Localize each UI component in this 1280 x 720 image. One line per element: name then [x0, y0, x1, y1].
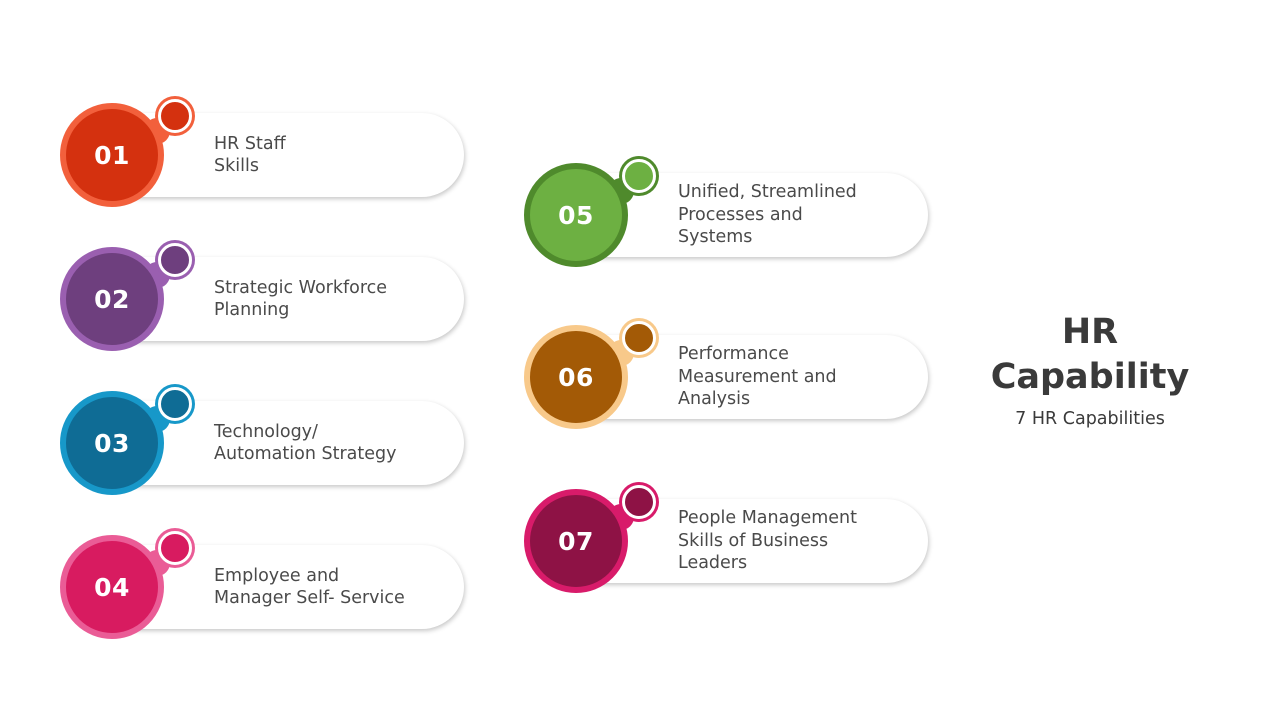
accent-dot [622, 321, 656, 355]
capability-number: 06 [558, 362, 594, 392]
capability-item: 02 Strategic Workforce Planning [60, 243, 470, 353]
accent-dot [158, 99, 192, 133]
capability-label: Unified, Streamlined Processes and Syste… [678, 182, 857, 248]
accent-dot [158, 531, 192, 565]
capability-label: HR Staff Skills [214, 133, 286, 177]
capability-number: 07 [558, 526, 594, 556]
capability-item: 04 Employee and Manager Self- Service [60, 531, 470, 641]
capability-label: Strategic Workforce Planning [214, 277, 388, 321]
capability-item: 01 HR Staff Skills [60, 99, 470, 209]
capability-item: 07 People Management Skills of Business … [524, 485, 934, 595]
accent-dot [158, 387, 192, 421]
number-badge: 03 [60, 391, 164, 495]
capability-number: 04 [94, 572, 130, 602]
number-badge: 02 [60, 247, 164, 351]
capability-label: Employee and Manager Self- Service [214, 565, 405, 609]
capability-label: Technology/ Automation Strategy [214, 421, 397, 465]
capability-number: 03 [94, 428, 130, 458]
number-badge: 07 [524, 489, 628, 593]
diagram-subtitle: 7 HR Capabilities [1015, 409, 1165, 429]
diagram-title: HR Capability [990, 312, 1190, 397]
accent-dot [622, 159, 656, 193]
accent-dot [622, 485, 656, 519]
accent-dot [158, 243, 192, 277]
capability-label: Performance Measurement and Analysis [678, 344, 837, 410]
capability-number: 05 [558, 200, 594, 230]
capability-item: 03 Technology/ Automation Strategy [60, 387, 470, 497]
capability-item: 05 Unified, Streamlined Processes and Sy… [524, 159, 934, 269]
capability-label: People Management Skills of Business Lea… [678, 508, 857, 574]
number-badge: 05 [524, 163, 628, 267]
number-badge: 06 [524, 325, 628, 429]
number-badge: 04 [60, 535, 164, 639]
capability-item: 06 Performance Measurement and Analysis [524, 321, 934, 431]
number-badge: 01 [60, 103, 164, 207]
capability-number: 02 [94, 284, 130, 314]
capability-number: 01 [94, 140, 130, 170]
